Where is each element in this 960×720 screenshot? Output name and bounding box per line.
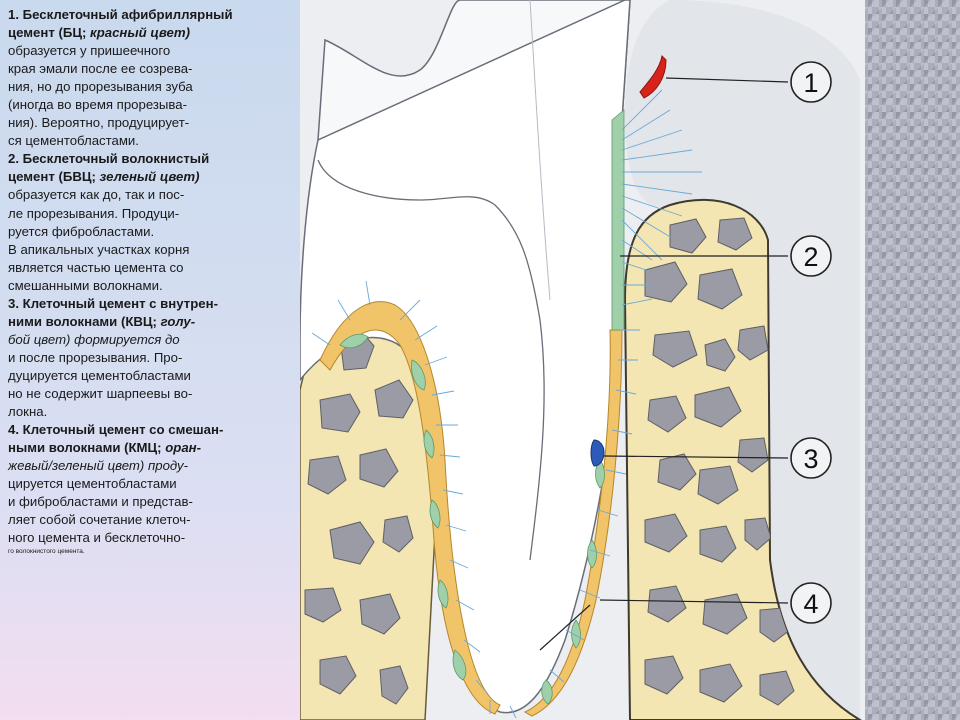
callout-1: 1	[790, 61, 832, 103]
section-1-line: ния, но до прорезывания зуба	[8, 79, 193, 95]
section-3-line: и после прорезывания. Про-	[8, 349, 183, 365]
description-panel: 1. Бесклеточный афибриллярный цемент (БЦ…	[0, 0, 300, 720]
callout-3: 3	[790, 437, 832, 479]
section-1-line: образуется у пришеечного	[8, 43, 171, 59]
callout-1-circle	[790, 61, 832, 103]
cellular-mixed-cementum-right	[523, 329, 623, 717]
callout-4: 4	[790, 582, 832, 624]
section-1-line: (иногда во время прорезыва-	[8, 97, 187, 113]
section-2-line: является частью цемента со	[8, 259, 184, 275]
section-2-title: 2. Бесклеточный волокнистый	[8, 151, 210, 167]
decorative-pattern-strip	[865, 0, 960, 720]
callout-4-circle	[790, 582, 832, 624]
callout-1-label: 1	[803, 68, 818, 98]
callout-4-label: 4	[803, 589, 818, 619]
callout-3-label: 3	[803, 444, 818, 474]
section-2-line: ле прорезывания. Продуци-	[8, 205, 180, 221]
section-1-line: края эмали после ее созрева-	[8, 61, 193, 77]
section-4-title-line3: жевый/зеленый цвет) проду-	[8, 458, 189, 474]
section-3-line: но не содержит шарпеевы во-	[8, 385, 193, 401]
cellular-mixed-cementum-left	[319, 301, 501, 715]
section-1-line: ния). Вероятно, продуцирует-	[8, 115, 190, 131]
section-3-title-line2: ними волокнами (КВЦ; голу-	[8, 313, 196, 329]
section-2-line: образуется как до, так и пос-	[8, 187, 185, 203]
section-4-footnote: го волокнистого цемента.	[8, 548, 85, 556]
section-3-title: 3. Клеточный цемент с внутрен-	[8, 295, 218, 311]
section-4-title-line2: ными волокнами (КМЦ; оран-	[8, 440, 202, 456]
gingiva-region	[624, 0, 860, 720]
periodontal-fibers	[311, 89, 702, 719]
root-canal-line	[529, 0, 551, 301]
left-bone-cavities	[304, 331, 414, 705]
section-4-line: цируется цементобластами	[8, 476, 177, 492]
section-1-title: 1. Бесклеточный афибриллярный	[8, 7, 233, 22]
acellular-fibrous-cementum	[339, 109, 625, 705]
callout-2-circle	[790, 235, 832, 277]
section-3-line: дуцируется цементобластами	[8, 367, 191, 383]
tooth-cementum-diagram: 1 2 3 4	[300, 0, 865, 720]
pulp-contour	[317, 159, 545, 561]
section-1-title-line2: цемент (БЦ; красный цвет)	[8, 25, 190, 41]
section-4-line: ляет собой сочетание клеточ-	[8, 512, 191, 528]
acellular-afibrillar-cementum	[639, 54, 667, 99]
section-4-line: и фибробластами и представ-	[8, 494, 193, 510]
section-2-title-line2: цемент (БВЦ; зеленый цвет)	[8, 169, 200, 185]
section-3-title-line3: бой цвет) формируется до	[8, 331, 180, 347]
section-2-line: смешанными волокнами.	[8, 277, 163, 293]
callout-2-label: 2	[803, 242, 818, 272]
section-2-line: руется фибробластами.	[8, 223, 155, 239]
callout-2: 2	[790, 235, 832, 277]
callout-3-circle	[790, 437, 832, 479]
diagram-svg: 1 2 3 4	[300, 0, 865, 720]
cellular-intrinsic-cementum	[590, 439, 605, 467]
callout-lines	[539, 77, 789, 651]
section-3-line: локна.	[8, 404, 48, 420]
section-2-line: В апикальных участках корня	[8, 241, 190, 257]
section-4-line: ного цемента и бесклеточно-	[8, 530, 186, 546]
section-1-line: ся цементобластами.	[8, 133, 139, 149]
section-4-title: 4. Клеточный цемент со смешан-	[8, 422, 224, 438]
